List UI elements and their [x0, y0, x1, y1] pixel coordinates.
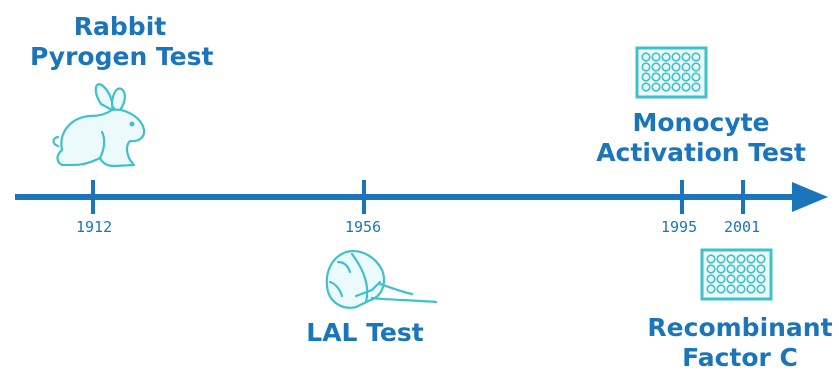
horseshoe-crab-icon [325, 250, 438, 309]
event-label-line: Rabbit [73, 12, 167, 41]
event-label-line: Pyrogen Test [30, 42, 214, 71]
event-label-line: LAL Test [306, 318, 424, 347]
year-label-2001: 2001 [724, 218, 761, 236]
year-label-1995: 1995 [661, 218, 698, 236]
event-label-line: Activation Test [596, 138, 806, 167]
event-label-line: Recombinant [647, 313, 833, 342]
well-plate-icon [635, 46, 708, 99]
year-label-1956: 1956 [345, 218, 382, 236]
well-plate-icon [700, 248, 773, 301]
event-label-recombinant-factor-c: Recombinant Factor C [642, 313, 838, 373]
event-label-rabbit-pyrogen-test: Rabbit Pyrogen Test [30, 12, 214, 72]
event-label-monocyte-activation-test: Monocyte Activation Test [585, 108, 817, 168]
timeline-arrowhead [792, 182, 828, 212]
event-label-lal-test: LAL Test [290, 318, 440, 348]
year-label-1912: 1912 [76, 218, 113, 236]
event-label-line: Monocyte [632, 108, 770, 137]
rabbit-icon [52, 83, 146, 168]
event-label-line: Factor C [682, 343, 798, 372]
